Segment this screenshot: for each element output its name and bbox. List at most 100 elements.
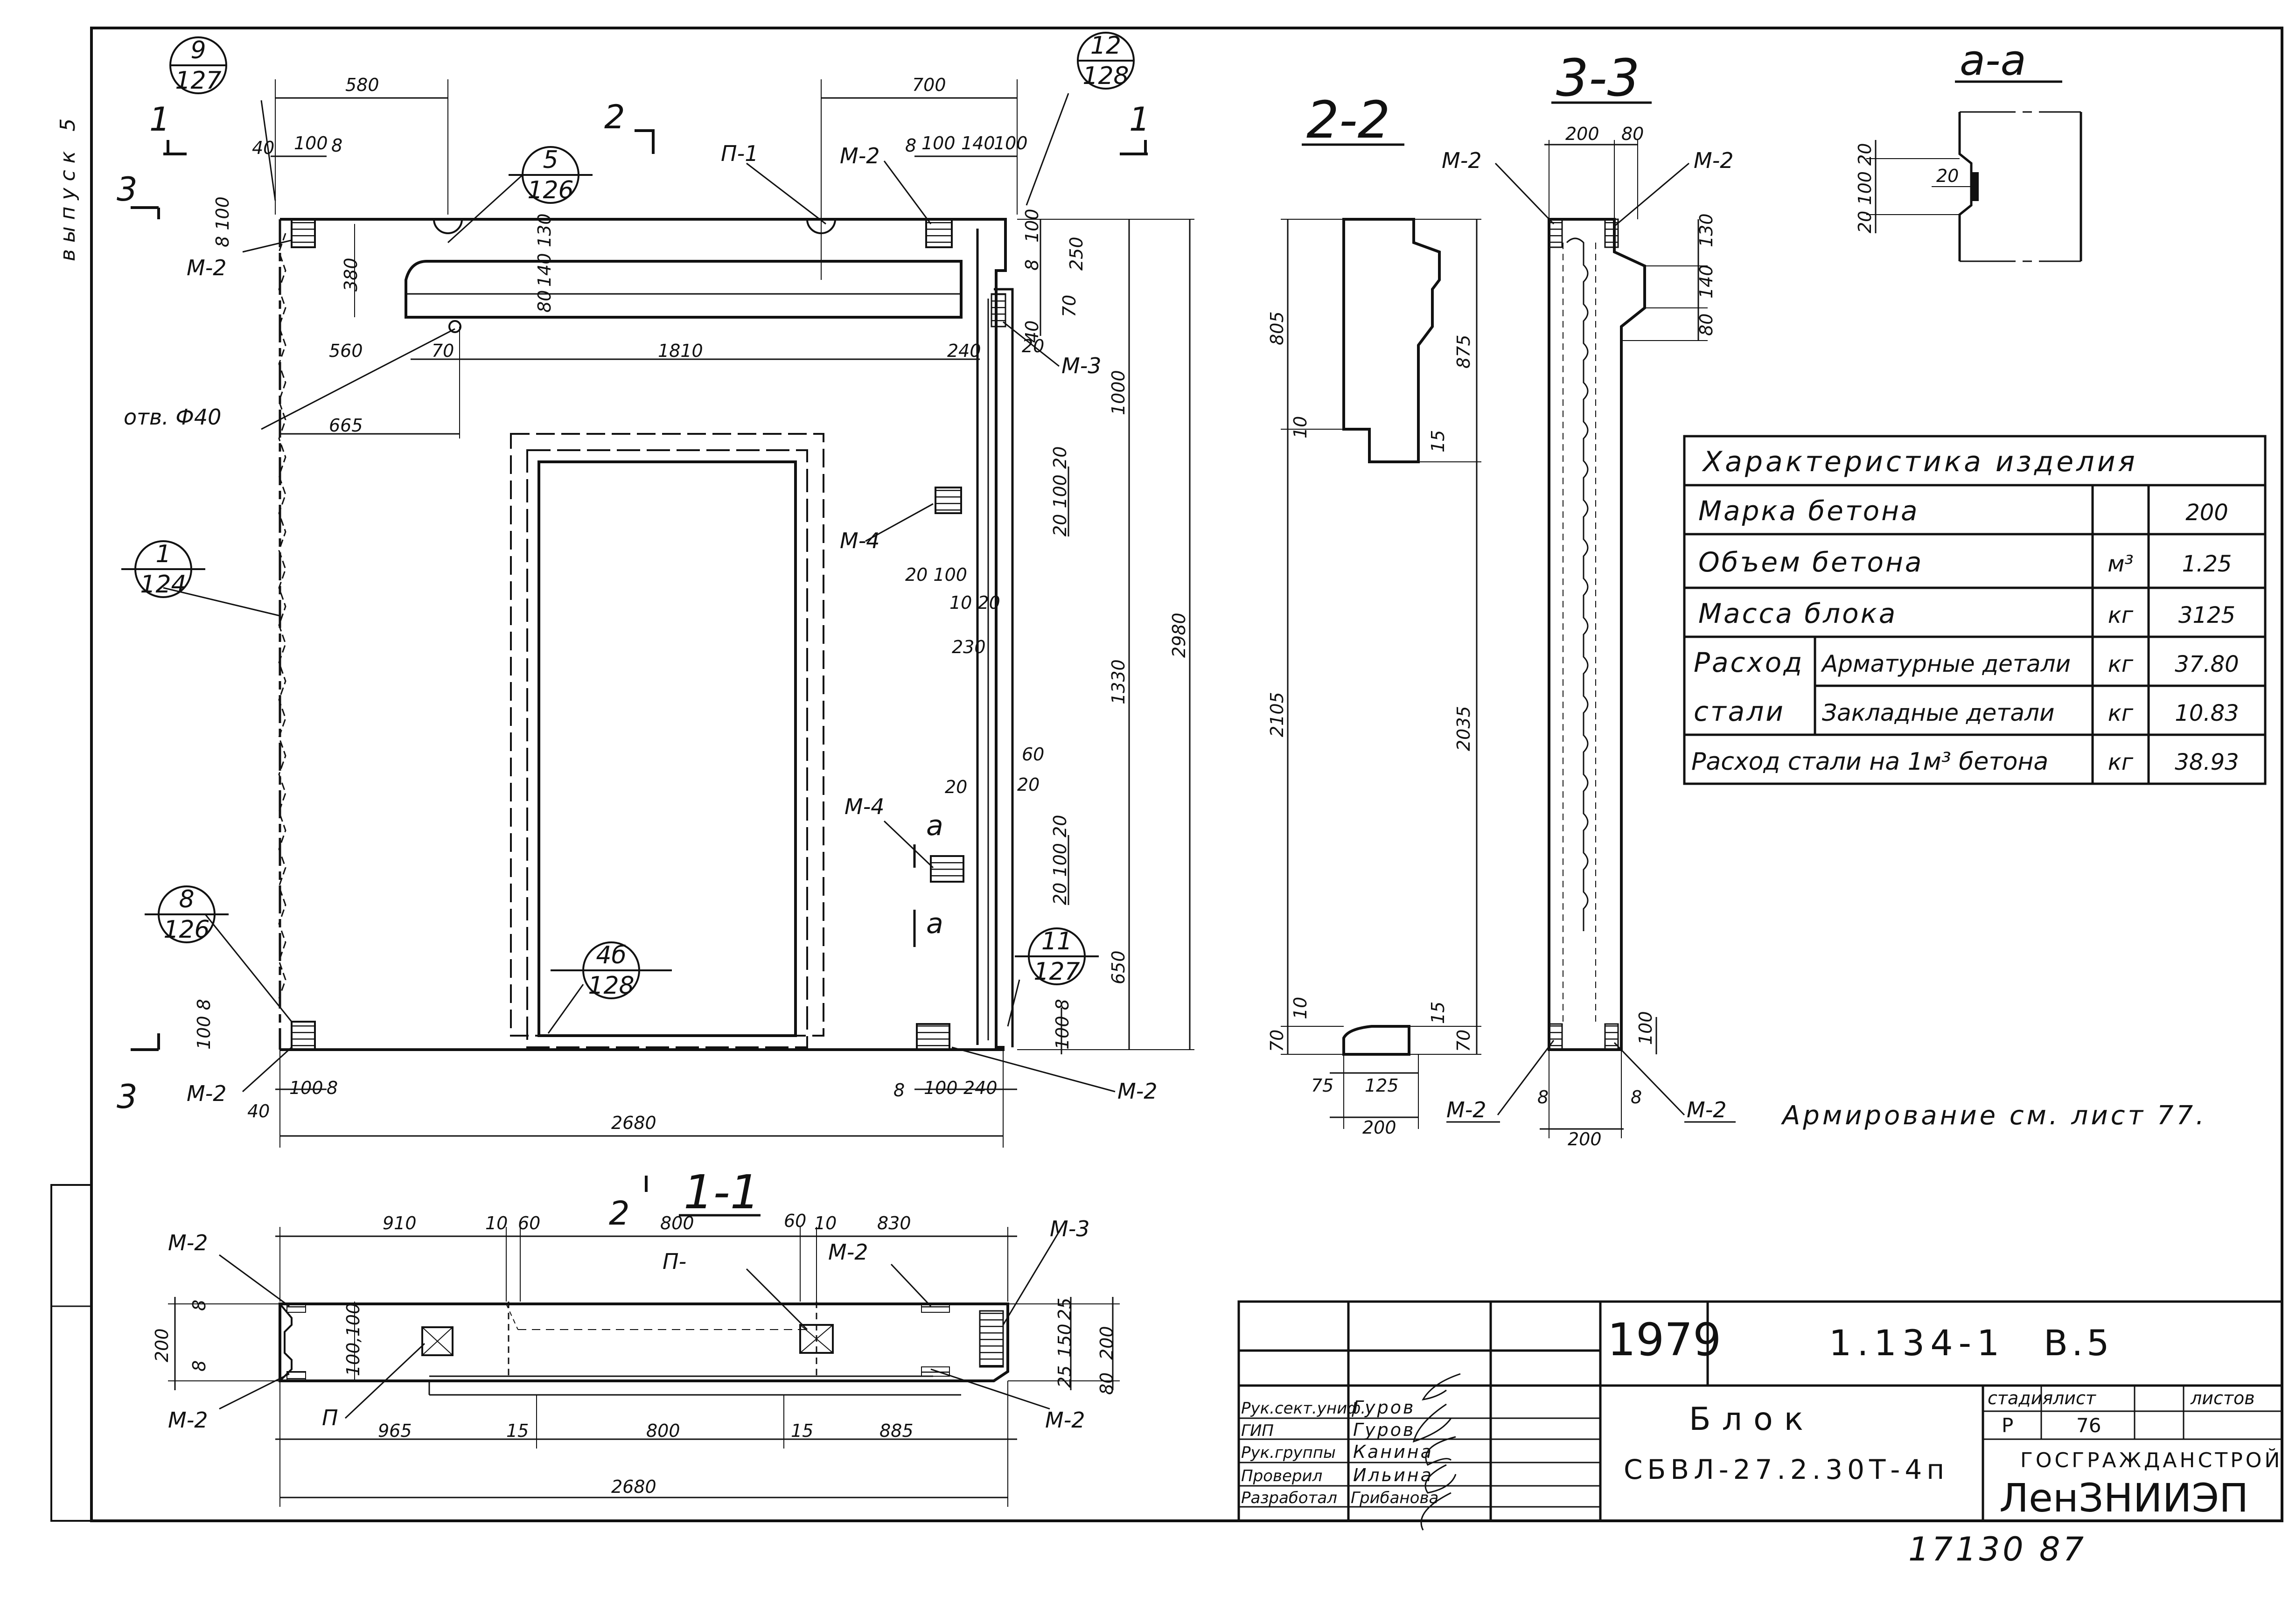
label-m4-lower: М-4	[844, 794, 885, 819]
dim-80v: 80	[534, 290, 555, 313]
section-1-1-labels: М-2 М-2 П П- М-2 М-3 М-2	[168, 1216, 1090, 1433]
dim-8b: 8	[905, 135, 916, 156]
section-3-3-labels: М-2 М-2 М-2 М-2	[1442, 148, 1734, 1122]
front-dimensions: 580 700 40 100 8 8 100 140 100 8 100 380…	[194, 75, 1189, 1133]
dim11-800: 800	[660, 1213, 694, 1233]
spec-row1-value: 200	[2185, 500, 2228, 526]
spec-table	[1683, 435, 2267, 785]
spec-steel1-value: 37.80	[2175, 651, 2239, 677]
spec-row2-unit: м³	[2108, 551, 2133, 577]
dim-240: 240	[947, 341, 981, 361]
reinforcement-note: Армирование см. лист 77.	[1781, 1101, 2207, 1131]
tb-role-1: Рук.сект.униф.	[1241, 1399, 1366, 1418]
section-underlines	[679, 80, 2062, 1217]
tb-name-3: Канина	[1353, 1442, 1433, 1462]
label-m2-bottom-right: М-2	[1117, 1079, 1158, 1104]
tb-name-2: Гуров	[1353, 1420, 1415, 1440]
label-m4-upper: М-4	[840, 528, 880, 553]
callout-2-bottom: 128	[1082, 62, 1129, 90]
callout-5-top: 8	[179, 885, 194, 913]
spec-last-unit: кг	[2108, 749, 2134, 775]
spec-steel1-unit: кг	[2108, 651, 2134, 677]
dim-60: 60	[1022, 744, 1044, 765]
tb-stage: Р	[2002, 1414, 2013, 1437]
dim33-8l: 8	[1537, 1087, 1549, 1107]
label33-m2-tr: М-2	[1694, 148, 1734, 173]
dim33-200b: 200	[1568, 1129, 1602, 1149]
callouts	[121, 32, 1135, 999]
tb-sheet: 76	[2076, 1414, 2101, 1437]
dim-70: 70	[432, 341, 454, 361]
dim-100-8: 100 8	[1052, 999, 1073, 1050]
label33-m2-bl: М-2	[1446, 1097, 1486, 1122]
spec-row3-label: Масса блока	[1698, 598, 1897, 629]
spec-row3-unit: кг	[2108, 602, 2134, 628]
dim-100d: 100	[289, 1078, 323, 1098]
label11-m2-bl: М-2	[168, 1407, 208, 1433]
mark-a-top: а	[926, 809, 943, 842]
dim33-80: 80	[1696, 313, 1717, 336]
dim22-15: 15	[1428, 430, 1448, 453]
tb-stage-header: стадия	[1988, 1388, 2053, 1408]
section-1-1	[168, 1227, 1120, 1507]
dim11-8a: 8	[189, 1300, 209, 1311]
spec-steel2-label: Закладные детали	[1822, 699, 2054, 726]
dim11-60a: 60	[518, 1213, 540, 1233]
label-hole: отв. Ф40	[124, 404, 221, 430]
dim-20c: 20	[1017, 774, 1040, 795]
dim-70r: 70	[1059, 295, 1080, 317]
tb-mark: СБВЛ-27.2.30Т-4п	[1624, 1454, 1949, 1485]
dim11-910: 910	[383, 1213, 417, 1233]
section-3-3-title: 3-3	[1556, 48, 1640, 108]
dim-100r: 100	[1022, 209, 1042, 243]
section-3-3	[1446, 140, 1736, 1138]
tb-name-5: Грибанова	[1351, 1489, 1438, 1507]
dim-700: 700	[912, 75, 946, 95]
label11-p: П	[322, 1405, 338, 1430]
cut-2-top: 2	[604, 98, 625, 136]
dim11-800b: 800	[646, 1421, 680, 1441]
callout-4-top: 1	[155, 540, 171, 568]
label11-m2-tl: М-2	[168, 1230, 208, 1255]
tb-year: 1979	[1607, 1314, 1721, 1366]
dim11-80: 80	[1096, 1372, 1117, 1395]
callout-6-top: 4б	[596, 941, 626, 969]
dim22-15b: 15	[1428, 1002, 1448, 1024]
callout-7-bottom: 127	[1033, 958, 1080, 986]
dim-20r: 20	[1022, 336, 1044, 356]
tb-series: 1.134-1	[1829, 1322, 2005, 1364]
spec-row1-label: Марка бетона	[1698, 495, 1919, 527]
label-m2-bottom-left: М-2	[187, 1081, 227, 1106]
section-2-2-dims: 805 10 875 15 2105 2035 70 10 15 70 75 1…	[1267, 311, 1474, 1138]
dim-1000: 1000	[1108, 370, 1129, 415]
spec-row3-value: 3125	[2178, 602, 2235, 628]
part-labels: М-2 М-2 П-1 М-3 М-4 М-4 М-2 М-2 отв. Ф40	[124, 141, 1158, 1106]
dim-100a: 100	[294, 133, 328, 153]
dim22-805: 805	[1267, 311, 1287, 345]
callout-1-bottom: 127	[175, 67, 221, 95]
dim11-885: 885	[879, 1421, 914, 1441]
dim22-10: 10	[1290, 416, 1311, 439]
dim-230: 230	[952, 637, 986, 657]
dimaa-v: 20 100 20	[1855, 143, 1875, 233]
callout-texts: 9 127 12 128 5 126 1 124 8 126 4б 128 11…	[140, 32, 1129, 1000]
callout-6-bottom: 128	[588, 972, 634, 1000]
title-block-text: 1979 1.134-1 В.5 Блок СБВЛ-27.2.30Т-4п с…	[1241, 1314, 2280, 1521]
side-label: выпуск 5	[56, 112, 80, 261]
callout-4-bottom: 124	[140, 571, 186, 599]
label11-m2-tr: М-2	[828, 1240, 868, 1265]
dim-2680: 2680	[611, 1113, 656, 1133]
dim22-2105: 2105	[1267, 692, 1287, 737]
spec-steel1-label: Арматурные детали	[1821, 650, 2071, 677]
dim22-875: 875	[1453, 334, 1474, 369]
title-block	[1237, 1300, 2283, 1531]
dim-8r: 8	[1022, 259, 1042, 271]
spec-row2-label: Объем бетона	[1698, 546, 1923, 578]
dim-20-100: 20 100	[905, 564, 967, 585]
callout-3-top: 5	[543, 146, 558, 174]
dim33-8r: 8	[1631, 1087, 1642, 1107]
dim-580: 580	[345, 75, 379, 95]
mark-a-bottom: а	[926, 907, 943, 940]
